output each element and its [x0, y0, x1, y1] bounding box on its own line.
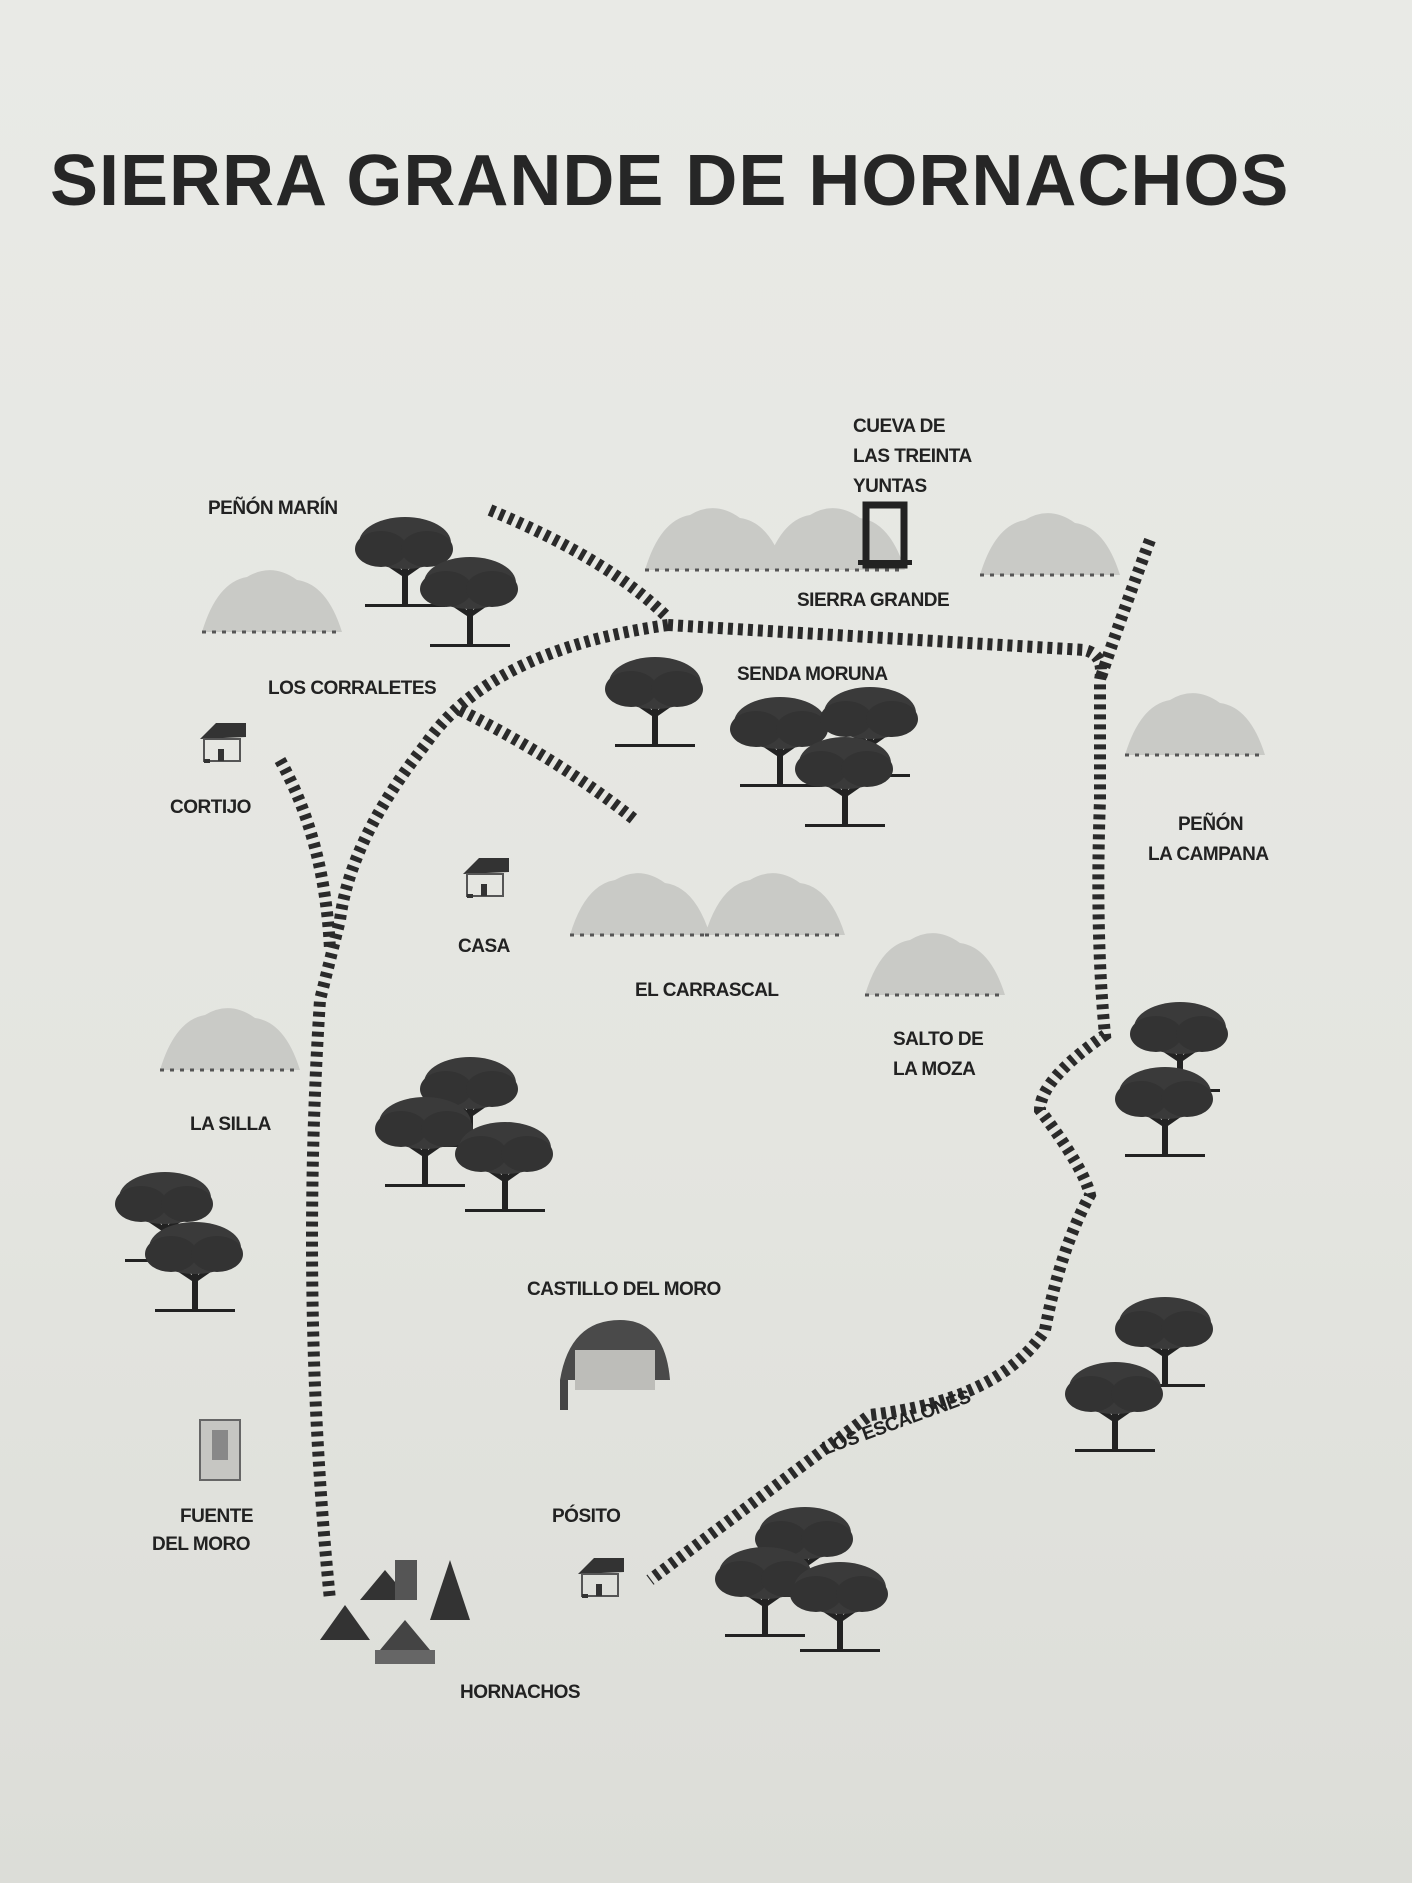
label-los-corraletes: LOS CORRALETES — [268, 678, 436, 699]
village-icon — [320, 1560, 470, 1664]
label-cortijo: CORTIJO — [170, 797, 251, 818]
label-la-silla: LA SILLA — [190, 1114, 272, 1135]
label-fuente-2: DEL MORO — [152, 1534, 250, 1555]
label-sierra-grande: SIERRA GRANDE — [797, 590, 949, 611]
label-fuente-1: FUENTE — [180, 1506, 253, 1527]
map-title: SIERRA GRANDE DE HORNACHOS — [50, 141, 1290, 221]
label-posito: PÓSITO — [552, 1505, 620, 1527]
house-icon — [199, 722, 625, 1599]
label-cueva-2: LAS TREINTA — [853, 446, 972, 467]
label-hornachos: HORNACHOS — [460, 1682, 580, 1703]
label-salto-2: LA MOZA — [893, 1059, 976, 1080]
fountain-icon — [199, 1419, 241, 1481]
label-senda-moruna: SENDA MORUNA — [737, 664, 888, 685]
label-penon-marin: PEÑÓN MARÍN — [208, 497, 338, 519]
label-los-escalones: LOS ESCALONES — [820, 1387, 974, 1460]
cave-icon — [858, 501, 912, 569]
label-cueva-3: YUNTAS — [853, 476, 927, 497]
label-penon-campana-1: PEÑÓN — [1178, 813, 1243, 835]
label-casa: CASA — [458, 936, 511, 957]
label-cueva-1: CUEVA DE — [853, 416, 945, 437]
label-el-carrascal: EL CARRASCAL — [635, 980, 779, 1001]
label-penon-campana-2: LA CAMPANA — [1148, 844, 1269, 865]
label-castillo: CASTILLO DEL MORO — [527, 1279, 721, 1300]
castle-icon — [560, 1320, 670, 1410]
label-salto-1: SALTO DE — [893, 1029, 983, 1050]
dashed-trail — [274, 504, 1156, 1601]
